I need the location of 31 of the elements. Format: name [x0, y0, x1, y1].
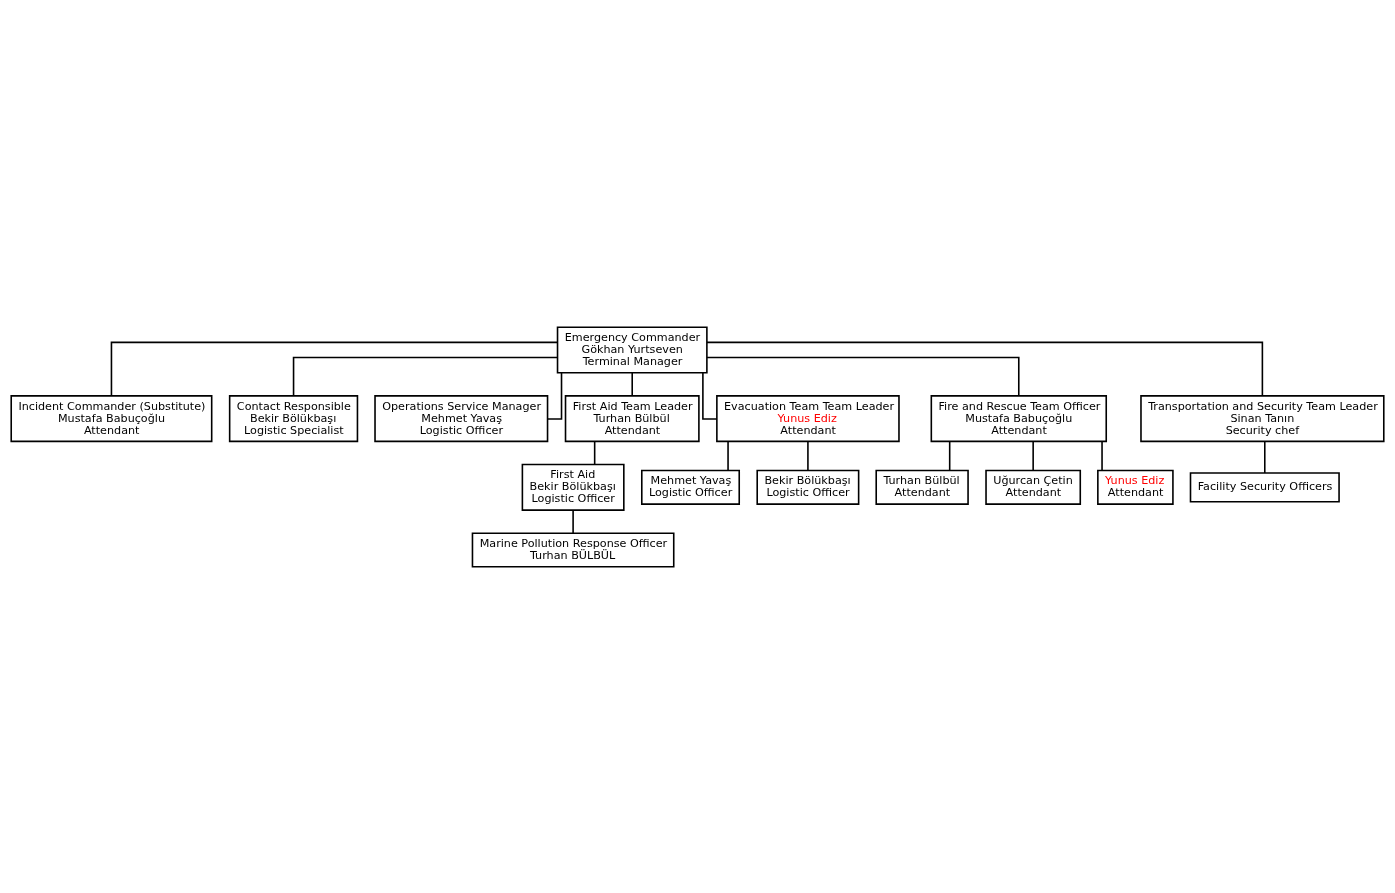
node-box: Contact Responsible Bekir Bölükbaşı Logistic Specialist	[228, 394, 359, 442]
connector	[292, 356, 559, 396]
node-box: Facility Security Officers	[1189, 471, 1340, 502]
connector	[1101, 440, 1103, 471]
node-box: Uğurcan Çetin Attendant	[985, 469, 1082, 505]
connector	[110, 341, 559, 397]
node-box: Incident Commander (Substitute) Mustafa Babuçoğlu Attendant	[10, 394, 213, 442]
connector	[546, 371, 563, 420]
node-box: Turhan Bülbül Attendant	[875, 469, 969, 505]
node-box: Yunus Ediz Attendant	[1097, 469, 1174, 505]
connector	[702, 371, 718, 420]
node-box: Mehmet Yavaş Logistic Officer	[641, 469, 741, 505]
connector	[631, 371, 633, 397]
connector	[1032, 440, 1034, 471]
connector	[706, 341, 1264, 397]
connector	[706, 356, 1020, 396]
node-box: Fire and Rescue Team Officer Mustafa Babuçoğlu Attendant	[930, 394, 1108, 442]
node-box: Bekir Bölükbaşı Logistic Officer	[756, 469, 860, 505]
connector	[1264, 440, 1266, 474]
node-box: Operations Service Manager Mehmet Yavaş Logistic Officer	[374, 394, 549, 442]
connector	[948, 440, 951, 471]
node-box: Evacuation Team Team Leader Yunus Ediz Attendant	[716, 394, 900, 442]
connector	[593, 440, 596, 465]
node-box: Marine Pollution Response Officer Turhan BÜLBÜL	[471, 531, 675, 568]
node-box: Emergency Commander Gökhan Yurtseven Terminal Manager	[556, 325, 708, 374]
node-box: Transportation and Security Team Leader Sinan Tanın Security chef	[1140, 394, 1385, 442]
node-box: First Aid Bekir Bölükbaşı Logistic Officer	[521, 463, 625, 511]
connector	[572, 509, 574, 534]
connector	[727, 440, 729, 471]
connector	[807, 440, 809, 471]
node-box: First Aid Team Leader Turhan Bülbül Attendant	[564, 394, 700, 442]
